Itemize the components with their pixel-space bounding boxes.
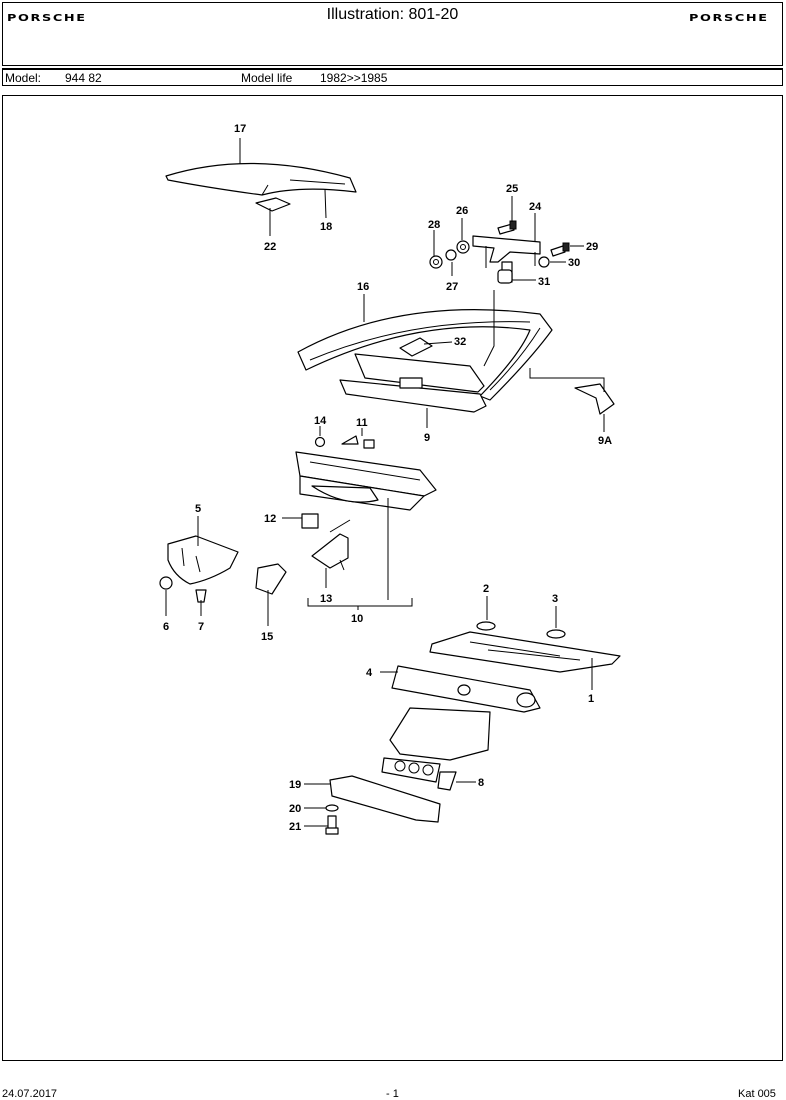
part-6-plug[interactable] [159, 576, 173, 590]
callout-13: 13 [320, 593, 332, 605]
callout-11: 11 [356, 417, 368, 429]
part-32-latch[interactable] [399, 337, 433, 357]
footer-catalog: Kat 005 [738, 1088, 776, 1100]
part-9-cross-member[interactable] [339, 353, 487, 413]
part-8-bracket[interactable] [437, 771, 457, 791]
porsche-logo-left: PORSCHE [7, 13, 87, 24]
porsche-logo-right: PORSCHE [689, 13, 769, 24]
callout-24: 24 [529, 201, 542, 213]
part-11-clips[interactable] [341, 435, 375, 449]
callout-8: 8 [478, 777, 484, 789]
callout-19: 19 [289, 779, 301, 791]
part-26-nut[interactable] [456, 240, 470, 254]
part-20-washer[interactable] [325, 804, 339, 812]
rear-floor-structure [381, 707, 491, 783]
callout-14: 14 [314, 415, 327, 427]
model-bar: Model: 944 82 Model life 1982>>1985 [2, 68, 783, 86]
callout-27: 27 [446, 281, 458, 293]
part-3-plug[interactable] [546, 629, 566, 639]
callout-9a: 9A [598, 435, 612, 447]
footer-page-number: - 1 [386, 1088, 399, 1100]
callout-28: 28 [428, 219, 440, 231]
part-10-panel-assembly[interactable] [295, 451, 437, 511]
callout-5: 5 [195, 503, 201, 515]
part-14-grommet[interactable] [314, 436, 326, 448]
callout-4: 4 [366, 667, 373, 679]
callout-1: 1 [588, 693, 594, 705]
part-29-screw[interactable] [550, 242, 570, 257]
part-2-plug[interactable] [476, 621, 496, 631]
part-31-bushing[interactable] [497, 269, 513, 284]
model-life-label: Model life [241, 71, 293, 85]
callout-32: 32 [454, 336, 466, 348]
callout-15: 15 [261, 631, 273, 643]
callout-25: 25 [506, 183, 518, 195]
callout-12: 12 [264, 513, 276, 525]
part-30-nut[interactable] [538, 256, 550, 268]
callout-26: 26 [456, 205, 468, 217]
model-label: Model: [5, 71, 42, 85]
callout-10: 10 [351, 613, 363, 625]
part-21-bolt[interactable] [325, 815, 339, 835]
callout-18: 18 [320, 221, 332, 233]
part-17-roof-panel[interactable] [165, 162, 357, 196]
part-16-rear-frame[interactable] [297, 309, 553, 401]
callout-17: 17 [234, 123, 246, 135]
callout-6: 6 [163, 621, 169, 633]
header-panel: PORSCHE Illustration: 801-20 PORSCHE [2, 2, 783, 66]
illustration-frame [2, 95, 783, 1061]
part-5-wheel-housing[interactable] [167, 535, 239, 585]
callout-16: 16 [357, 281, 369, 293]
part-7-bumper[interactable] [195, 589, 207, 603]
callout-labels: 17 18 22 25 24 26 28 29 30 27 31 16 32 9… [163, 123, 612, 833]
part-1-floor-panel[interactable] [429, 631, 621, 673]
callout-20: 20 [289, 803, 301, 815]
callout-30: 30 [568, 257, 580, 269]
part-19-reinforcement[interactable] [329, 775, 441, 823]
callout-29: 29 [586, 241, 598, 253]
callout-31: 31 [538, 276, 550, 288]
part-4-cross-tube[interactable] [391, 665, 541, 713]
model-life-value: 1982>>1985 [320, 71, 388, 85]
part-9a-bracket[interactable] [574, 383, 615, 415]
part-13-support[interactable] [311, 519, 351, 571]
part-27-washer[interactable] [445, 249, 457, 261]
part-25-screw[interactable] [497, 220, 517, 235]
callout-9: 9 [424, 432, 430, 444]
callout-7: 7 [198, 621, 204, 633]
part-28-nut[interactable] [429, 255, 443, 269]
page-title: Illustration: 801-20 [326, 6, 459, 23]
part-15-bracket[interactable] [255, 563, 287, 595]
part-22-bracket[interactable] [255, 197, 291, 212]
model-value: 944 82 [65, 71, 102, 85]
callout-3: 3 [552, 593, 558, 605]
footer-date: 24.07.2017 [2, 1088, 58, 1100]
callout-2: 2 [483, 583, 489, 595]
leader-lines [165, 138, 605, 827]
callout-22: 22 [264, 241, 276, 253]
part-12-bracket[interactable] [301, 513, 319, 529]
callout-21: 21 [289, 821, 301, 833]
